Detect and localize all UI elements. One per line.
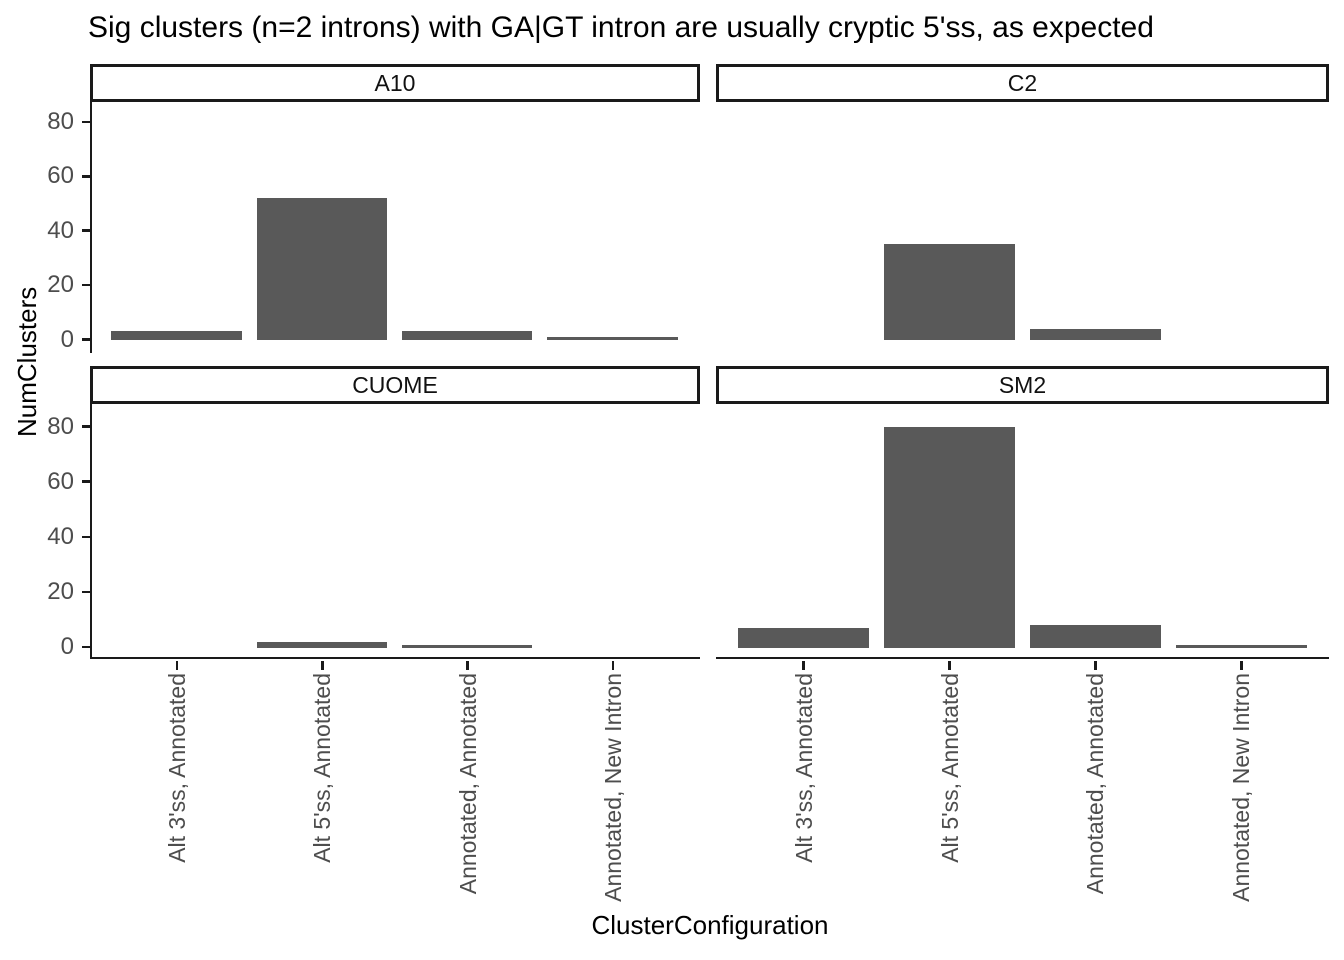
y-tick-mark — [82, 175, 90, 178]
y-axis-title: NumClusters — [12, 286, 42, 438]
y-tick-label: 80 — [47, 412, 74, 440]
facet-panel-sm2 — [716, 404, 1329, 659]
bar-sm2-1 — [737, 628, 870, 648]
y-tick-mark — [82, 535, 90, 539]
y-tick-mark — [82, 480, 90, 483]
facet-strip-cuome: CUOME — [90, 366, 700, 404]
x-tick-mark — [321, 661, 324, 670]
y-tick-mark — [82, 229, 90, 232]
y-tick-label: 0 — [60, 325, 74, 353]
x-tick-label: Alt 3'ss, Annotated — [164, 672, 191, 863]
x-tick-label: Alt 5'ss, Annotated — [309, 672, 336, 863]
bar-sm2-4 — [1175, 644, 1308, 648]
y-tick-mark — [82, 645, 90, 649]
y-tick-label: 80 — [47, 107, 74, 135]
x-tick-mark — [948, 661, 951, 670]
bar-sm2-2 — [883, 427, 1016, 648]
y-tick-label: 40 — [47, 216, 74, 244]
y-tick-mark — [82, 590, 90, 594]
x-tick-mark — [1094, 661, 1097, 670]
y-tick-mark — [82, 120, 90, 124]
bar-sm2-3 — [1029, 625, 1162, 648]
bar-a10-3 — [401, 331, 533, 340]
bar-a10-1 — [111, 331, 242, 340]
x-tick-mark — [802, 661, 805, 670]
y-tick-label: 60 — [47, 162, 74, 190]
y-tick-mark — [82, 283, 90, 287]
bar-a10-4 — [546, 336, 678, 340]
bar-c2-3 — [1029, 328, 1162, 340]
y-tick-label: 20 — [47, 577, 74, 605]
x-tick-mark — [611, 661, 615, 670]
bar-a10-2 — [256, 198, 388, 340]
y-tick-label: 20 — [47, 271, 74, 299]
x-tick-label: Alt 3'ss, Annotated — [790, 672, 817, 863]
y-tick-label: 60 — [47, 467, 74, 495]
x-tick-label: Alt 5'ss, Annotated — [936, 672, 963, 863]
facet-panel-c2 — [716, 102, 1329, 353]
bar-cuome-2 — [256, 642, 388, 648]
facet-strip-c2: C2 — [716, 64, 1329, 102]
x-tick-label: Annotated, New Intron — [1228, 672, 1255, 902]
x-tick-mark — [175, 661, 179, 670]
x-axis-title: ClusterConfiguration — [591, 910, 829, 940]
facet-panel-a10 — [90, 102, 700, 353]
facet-strip-sm2: SM2 — [716, 366, 1329, 404]
facet-panel-cuome — [90, 404, 700, 659]
y-tick-mark — [82, 338, 90, 341]
x-tick-label: Annotated, Annotated — [454, 672, 481, 894]
chart-title: Sig clusters (n=2 introns) with GA|GT in… — [88, 11, 1154, 44]
x-tick-label: Annotated, New Intron — [599, 672, 626, 902]
bar-cuome-3 — [401, 644, 533, 648]
bar-c2-2 — [883, 244, 1016, 340]
x-tick-label: Annotated, Annotated — [1082, 672, 1109, 894]
y-tick-label: 40 — [47, 522, 74, 550]
x-tick-mark — [466, 661, 469, 670]
y-tick-label: 0 — [60, 633, 74, 660]
x-tick-mark — [1240, 661, 1243, 670]
facet-strip-a10: A10 — [90, 64, 700, 102]
y-tick-mark — [82, 425, 90, 428]
